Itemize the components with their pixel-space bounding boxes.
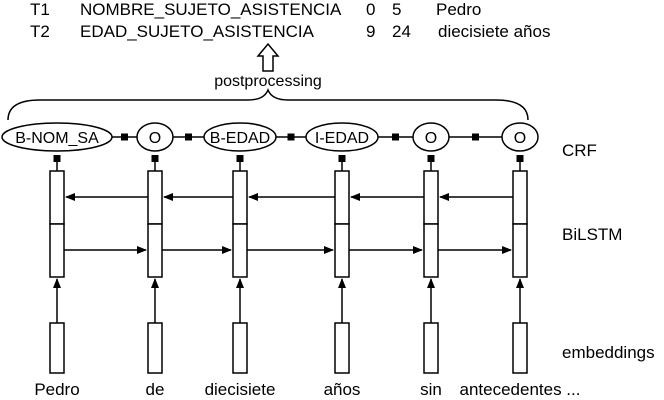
crf-tag: B-EDAD [203,122,277,152]
forward-lstm-cell [147,223,163,278]
annotation-start: 0 [366,0,375,19]
crf-tag-node [412,122,450,152]
crf-transition-node [287,133,295,141]
annotation-end: 5 [392,0,401,19]
token-label: antecedentes ... [460,380,581,399]
crf-tag: O [136,122,174,152]
token-label: Pedro [34,380,79,399]
crf-emission-node [516,155,524,162]
postprocessing-label: postprocessing [214,73,322,90]
crf-tag-node [501,122,539,152]
annotation-start: 9 [366,22,375,41]
crf-chain: B-NOM_SA O B-EDAD I-EDAD O O [1,122,539,152]
crf-transition-node [392,133,399,141]
annotation-text: diecisiete años [438,22,550,41]
crf-tag-label: O [425,130,437,147]
bilstm-layer [49,155,528,278]
crf-tag-label: O [514,130,526,147]
postprocessing-up-arrow [256,42,280,72]
annotation-output: T1 NOMBRE_SUJETO_ASISTENCIA 0 5 Pedro T2… [30,0,550,41]
embedding-box [334,322,350,374]
crf-transition-node [185,133,192,141]
postprocessing-brace [7,87,529,121]
token-label: sin [420,380,442,399]
token-label: diecisiete [205,380,276,399]
backward-lstm-cell [49,170,65,225]
annotation-id: T1 [30,0,50,19]
crf-tag: O [501,122,539,152]
crf-tag-node [1,122,113,152]
crf-tag: I-EDAD [305,122,379,152]
annotation-end: 24 [392,22,411,41]
crf-emission-node [427,155,435,162]
backward-lstm-cell [512,170,528,225]
bilstm-layer-label: BiLSTM [562,225,622,244]
forward-lstm-cell [334,223,350,278]
embedding-layer [49,278,528,374]
embedding-box [232,322,248,374]
token-label: años [324,380,361,399]
crf-emission-node [236,155,244,162]
crf-tag: B-NOM_SA [1,122,113,152]
crf-tag-node [203,122,277,152]
crf-emission-node [151,155,159,162]
crf-transition-node [472,133,479,141]
crf-emission-node [53,155,61,162]
embeddings-layer-label: embeddings [562,343,655,362]
embedding-box [423,322,439,374]
annotation-id: T2 [30,22,50,41]
token-labels: Pedro de diecisiete años sin antecedentes ... [34,380,580,399]
crf-tag-label: B-NOM_SA [15,130,99,147]
crf-layer-label: CRF [562,141,597,160]
crf-tag-label: B-EDAD [210,130,270,147]
annotation-text: Pedro [436,0,481,19]
embedding-box [147,322,163,374]
backward-lstm-cell [232,170,248,225]
backward-lstm-cell [334,170,350,225]
forward-lstm-cell [49,223,65,278]
crf-tag-label: O [149,130,161,147]
token-label: de [146,380,165,399]
crf-tag: O [412,122,450,152]
backward-lstm-cell [423,170,439,225]
annotation-label: NOMBRE_SUJETO_ASISTENCIA [80,0,342,19]
forward-lstm-cell [423,223,439,278]
crf-emission-node [338,155,346,162]
embedding-box [512,322,528,374]
crf-tag-node [136,122,174,152]
crf-tag-node [305,122,379,152]
embedding-box [49,322,65,374]
backward-lstm-cell [147,170,163,225]
crf-transition-node [121,133,128,141]
forward-lstm-cell [512,223,528,278]
forward-lstm-cell [232,223,248,278]
annotation-row-t2: T2 EDAD_SUJETO_ASISTENCIA 9 24 diecisiet… [30,22,550,41]
annotation-row-t1: T1 NOMBRE_SUJETO_ASISTENCIA 0 5 Pedro [30,0,481,19]
annotation-label: EDAD_SUJETO_ASISTENCIA [80,22,315,41]
crf-tag-label: I-EDAD [315,130,369,147]
